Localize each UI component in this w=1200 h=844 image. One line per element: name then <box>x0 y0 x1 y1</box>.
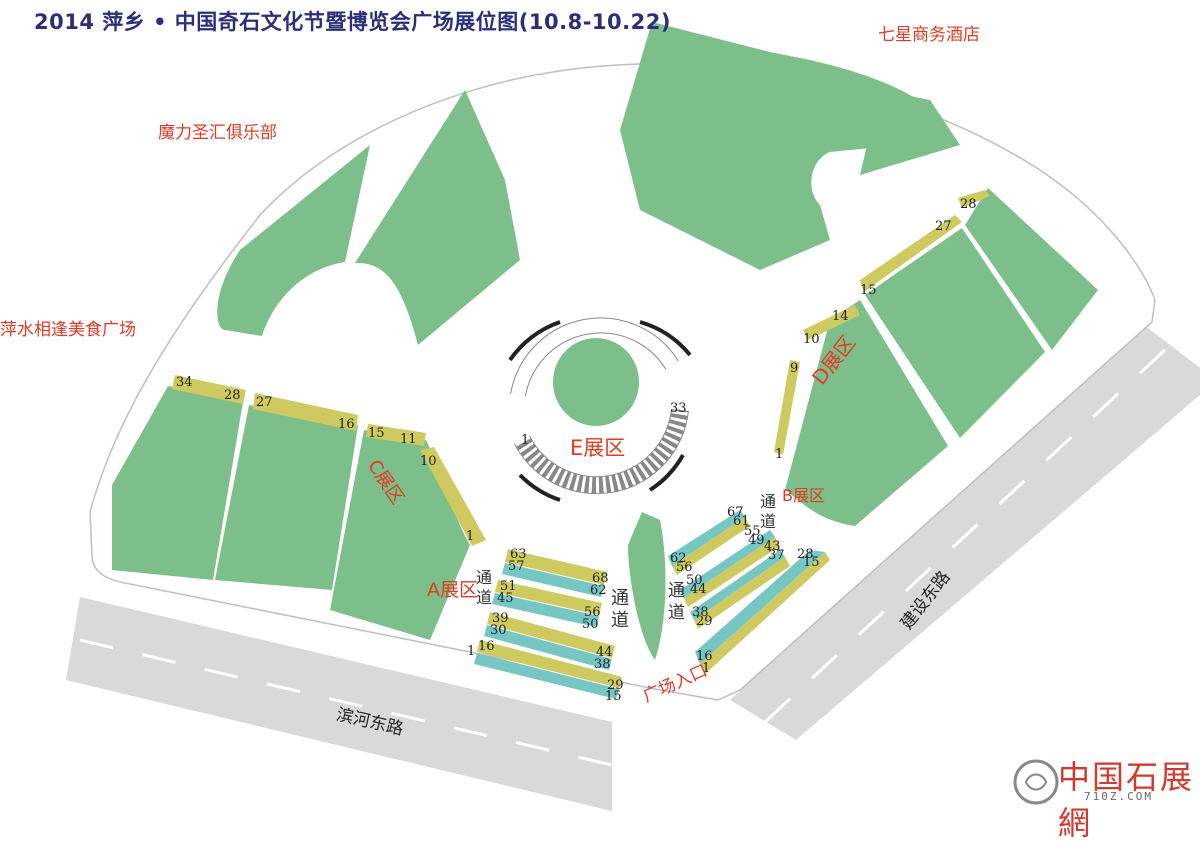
booth-num: 1 <box>466 529 474 544</box>
booth-num: 33 <box>670 401 687 416</box>
booth-num: 16 <box>696 649 713 664</box>
booth-num: 14 <box>832 309 849 324</box>
booth-num: 63 <box>510 547 527 562</box>
booth-num: 37 <box>768 548 785 563</box>
booth-num: 34 <box>176 375 193 390</box>
booth-num: 29 <box>696 614 713 629</box>
booth-num: 44 <box>596 645 613 660</box>
booth-num: 68 <box>592 571 609 586</box>
booth-num: 62 <box>670 551 687 566</box>
booth-num: 16 <box>338 417 355 432</box>
watermark-url: 710Z.COM <box>1084 790 1153 803</box>
booth-num: 45 <box>497 591 514 606</box>
booth-num: 16 <box>478 639 495 654</box>
e-ring <box>508 317 692 502</box>
booth-num: 28 <box>960 197 977 212</box>
booth-num: 1 <box>467 644 475 659</box>
booth-num: 44 <box>690 582 707 597</box>
booth-num: 27 <box>935 219 952 234</box>
booth-num: 38 <box>692 605 709 620</box>
booth-num: 1 <box>702 661 710 676</box>
watermark-logo-icon <box>1013 759 1059 805</box>
booth-num: 62 <box>590 583 607 598</box>
booth-num: 61 <box>733 514 750 529</box>
booth-num: 38 <box>594 657 611 672</box>
passage-label: 通道 <box>668 581 685 623</box>
booth-num: 11 <box>400 432 417 447</box>
booth-num: 10 <box>420 454 437 469</box>
booth-num: 49 <box>748 533 765 548</box>
passage-label: 通道 <box>476 568 493 607</box>
booth-num: 15 <box>860 283 877 298</box>
booth-num: 30 <box>490 623 507 638</box>
booth-num: 10 <box>803 332 820 347</box>
booth-num: 29 <box>607 678 624 693</box>
booth-num: 1 <box>775 447 783 462</box>
booth-number-labels: 34 28 27 16 15 11 10 1 28 27 15 14 10 9 … <box>176 197 977 704</box>
booth-num: 67 <box>727 505 744 520</box>
booth-num: 50 <box>582 617 599 632</box>
booth-strips <box>172 190 990 699</box>
booth-num: 43 <box>764 539 781 554</box>
booth-num: 56 <box>676 560 693 575</box>
club-label: 魔力圣汇俱乐部 <box>158 123 277 143</box>
map-title: 2014 萍乡 • 中国奇石文化节暨博览会广场展位图(10.8-10.22) <box>34 10 671 34</box>
passage-label: 通道 <box>611 588 629 631</box>
booth-num: 27 <box>256 395 273 410</box>
booth-num: 1 <box>521 433 529 448</box>
booth-num: 56 <box>584 605 601 620</box>
exhibition-map: 34 28 27 16 15 11 10 1 28 27 15 14 10 9 … <box>66 22 1200 811</box>
booth-num: 55 <box>744 524 761 539</box>
hotel-label: 七星商务酒店 <box>878 25 980 45</box>
booth-num: 9 <box>790 361 798 376</box>
road-jianshe <box>730 318 1200 740</box>
booth-num: 51 <box>500 579 517 594</box>
zone-a-label: A展区 <box>427 579 478 601</box>
booth-num: 28 <box>797 547 814 562</box>
booth-num: 57 <box>508 559 525 574</box>
booth-num: 50 <box>686 573 703 588</box>
booth-num: 28 <box>224 388 241 403</box>
zone-e-label: E展区 <box>570 436 626 460</box>
booth-num: 39 <box>492 611 509 626</box>
green-areas <box>112 22 1098 660</box>
booth-num: 15 <box>605 689 622 704</box>
booth-num: 15 <box>368 426 385 441</box>
road-binhe <box>66 597 613 811</box>
zone-b-label: B展区 <box>782 486 825 505</box>
passage-label: 通道 <box>760 492 777 531</box>
booth-num: 15 <box>803 555 820 570</box>
food-plaza-label: 萍水相逢美食广场 <box>0 320 136 340</box>
